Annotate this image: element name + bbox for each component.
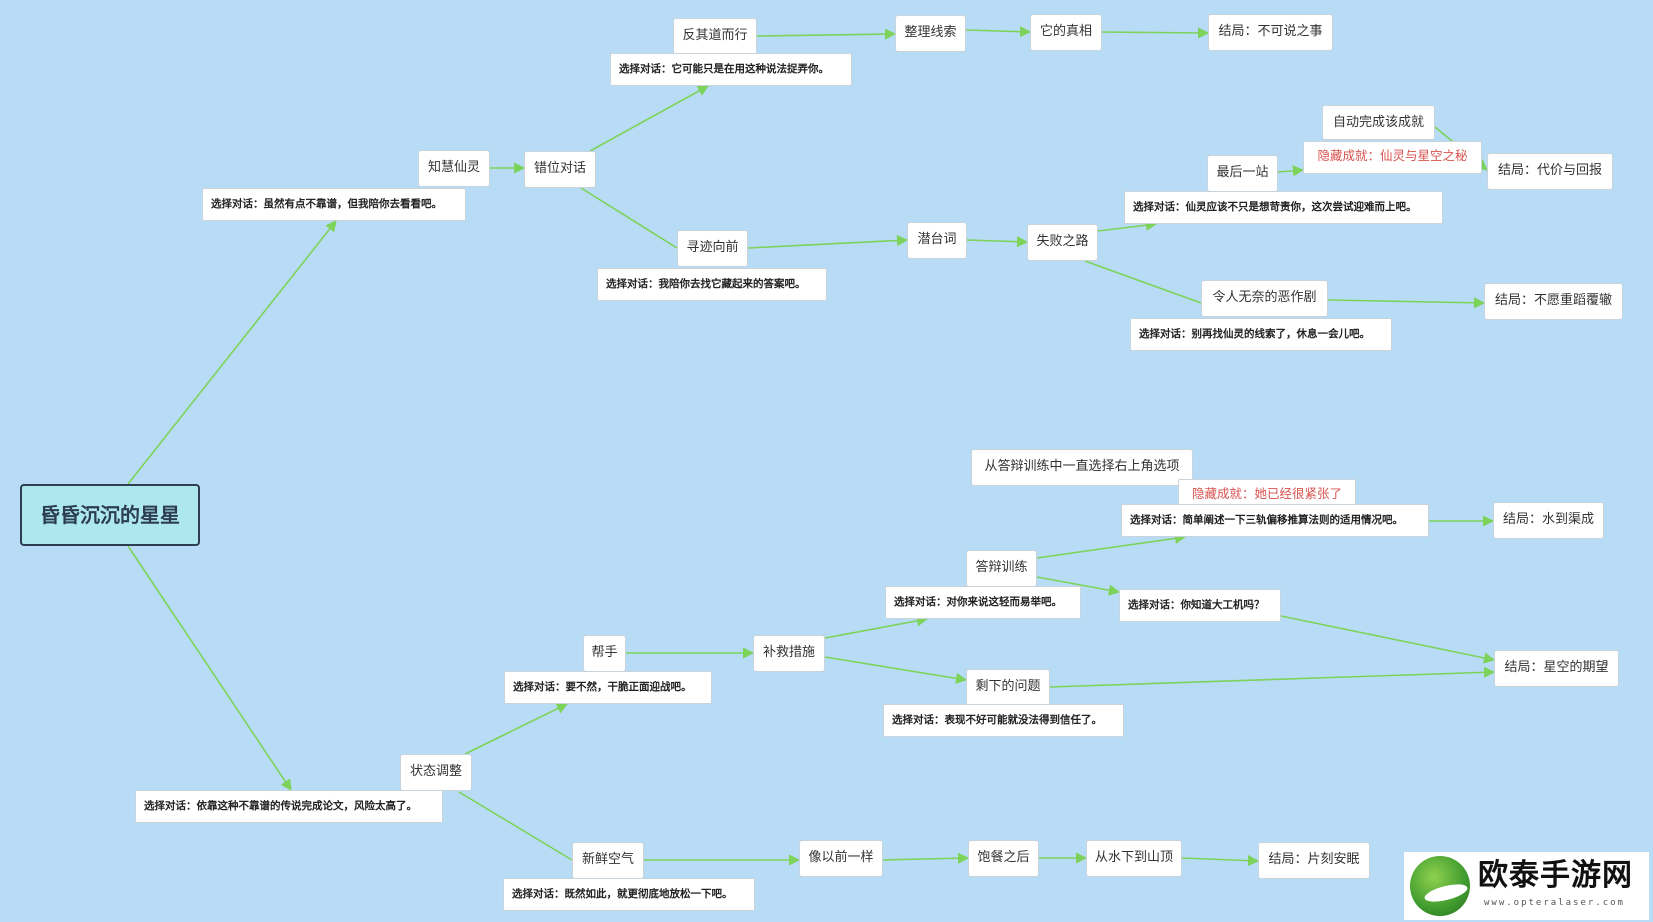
edge-5 — [1101, 27, 1210, 39]
node-ta-de-zhenxiang[interactable]: 它的真相 — [1030, 14, 1102, 51]
node-fanqidao[interactable]: 反其道而行 — [673, 18, 757, 55]
node-baocan-zhihou[interactable]: 饱餐之后 — [968, 840, 1039, 877]
node-zhuangtai-tiaozheng[interactable]: 状态调整 — [400, 754, 472, 791]
node-xunji-xiangqian[interactable]: 寻迹向前 — [677, 230, 748, 267]
edge-0 — [127, 220, 337, 485]
node-erzuoju[interactable]: 令人无奈的恶作剧 — [1201, 280, 1328, 317]
dialogue-bangshou[interactable]: 选择对话：要不然，干脆正面迎战吧。 — [504, 671, 712, 704]
node-shibai-zhilu[interactable]: 失败之路 — [1027, 224, 1098, 261]
dialogue-xinxian[interactable]: 选择对话：既然如此，就更彻底地放松一下吧。 — [503, 878, 755, 911]
edge-9 — [1097, 219, 1158, 232]
edge-26 — [882, 852, 970, 864]
edge-2 — [589, 85, 709, 152]
leaf-logo-icon — [1410, 856, 1470, 916]
edge-3 — [756, 28, 897, 40]
node-bujiu-cuoshi[interactable]: 补救措施 — [753, 635, 825, 672]
node-shuixia-shanding[interactable]: 从水下到山顶 — [1086, 840, 1182, 877]
node-end-shuidao[interactable]: 结局：水到渠成 — [1493, 502, 1604, 539]
node-end-buyuan[interactable]: 结局：不愿重蹈覆辙 — [1484, 283, 1623, 320]
edge-20 — [1036, 576, 1121, 596]
edge-15 — [464, 703, 569, 755]
edge-21 — [1280, 615, 1496, 664]
edge-4 — [965, 26, 1032, 38]
edge-7 — [747, 234, 909, 249]
edge-18 — [824, 656, 968, 684]
logo-title: 欧泰手游网 — [1478, 858, 1633, 893]
node-end-daijia[interactable]: 结局：代价与回报 — [1487, 153, 1613, 190]
node-bangshou[interactable]: 帮手 — [583, 635, 626, 672]
hidden-achievement-xingkong[interactable]: 隐藏成就：仙灵与星空之秘 — [1303, 141, 1482, 174]
dialogue-zhihui[interactable]: 选择对话：虽然有点不靠谱，但我陪你去看看吧。 — [202, 188, 466, 221]
edge-24 — [458, 791, 573, 861]
watermark-logo: 欧泰手游网 www.opteralaser.com — [1404, 852, 1649, 920]
root-node[interactable]: 昏昏沉沉的星星 — [20, 484, 200, 546]
dialogue-dabian[interactable]: 选择对话：对你来说这轻而易举吧。 — [885, 586, 1081, 619]
node-end-qiwang[interactable]: 结局：星空的期望 — [1494, 650, 1619, 687]
node-zhihui-xianling[interactable]: 知慧仙灵 — [418, 150, 490, 187]
node-shengxia-wenti[interactable]: 剩下的问题 — [966, 669, 1050, 706]
edge-12 — [1084, 260, 1202, 304]
logo-url: www.opteralaser.com — [1484, 898, 1625, 908]
edge-17 — [824, 615, 929, 639]
dialogue-xunji[interactable]: 选择对话：我陪你去找它藏起来的答案吧。 — [597, 268, 827, 301]
node-end-pianke[interactable]: 结局：片刻安眠 — [1258, 842, 1370, 879]
dialogue-zuihou[interactable]: 选择对话：仙灵应该不只是想苛责你，这次尝试迎难而上吧。 — [1124, 191, 1443, 224]
edge-8 — [966, 236, 1029, 248]
edge-28 — [1181, 855, 1260, 867]
node-end-bukeshuo[interactable]: 结局：不可说之事 — [1208, 14, 1333, 51]
node-dabian-xunlian[interactable]: 答辩训练 — [966, 550, 1037, 587]
dialogue-sanzhou[interactable]: 选择对话：简单阐述一下三轨偏移推算法则的适用情况吧。 — [1121, 504, 1429, 537]
node-cuowei-duihua[interactable]: 错位对话 — [524, 151, 596, 188]
edge-19 — [1036, 532, 1187, 559]
edge-14 — [127, 545, 292, 791]
node-qiantaici[interactable]: 潜台词 — [907, 222, 967, 259]
edge-6 — [580, 187, 678, 249]
node-from-dabian[interactable]: 从答辩训练中一直选择右上角选项 — [971, 449, 1193, 486]
edge-22 — [1049, 666, 1496, 688]
edge-13 — [1327, 297, 1486, 309]
dialogue-dagongji[interactable]: 选择对话：你知道大工机吗？ — [1119, 589, 1281, 622]
node-zhengli-xiansuo[interactable]: 整理线索 — [895, 15, 966, 52]
dialogue-fanqi[interactable]: 选择对话：它可能只是在用这种说法捉弄你。 — [610, 53, 852, 86]
node-auto-complete[interactable]: 自动完成该成就 — [1322, 105, 1435, 140]
edge-10 — [1277, 165, 1305, 177]
dialogue-erzuoju[interactable]: 选择对话：别再找仙灵的线索了，休息一会儿吧。 — [1130, 318, 1392, 351]
node-xiangyiqian[interactable]: 像以前一样 — [799, 840, 883, 877]
dialogue-zhuangtai[interactable]: 选择对话：依靠这种不靠谱的传说完成论文，风险太高了。 — [135, 790, 443, 823]
node-xinxian-kongqi[interactable]: 新鲜空气 — [572, 842, 644, 879]
dialogue-shengxia[interactable]: 选择对话：表现不好可能就没法得到信任了。 — [883, 704, 1124, 737]
node-zuihou-yizhan[interactable]: 最后一站 — [1207, 155, 1278, 192]
